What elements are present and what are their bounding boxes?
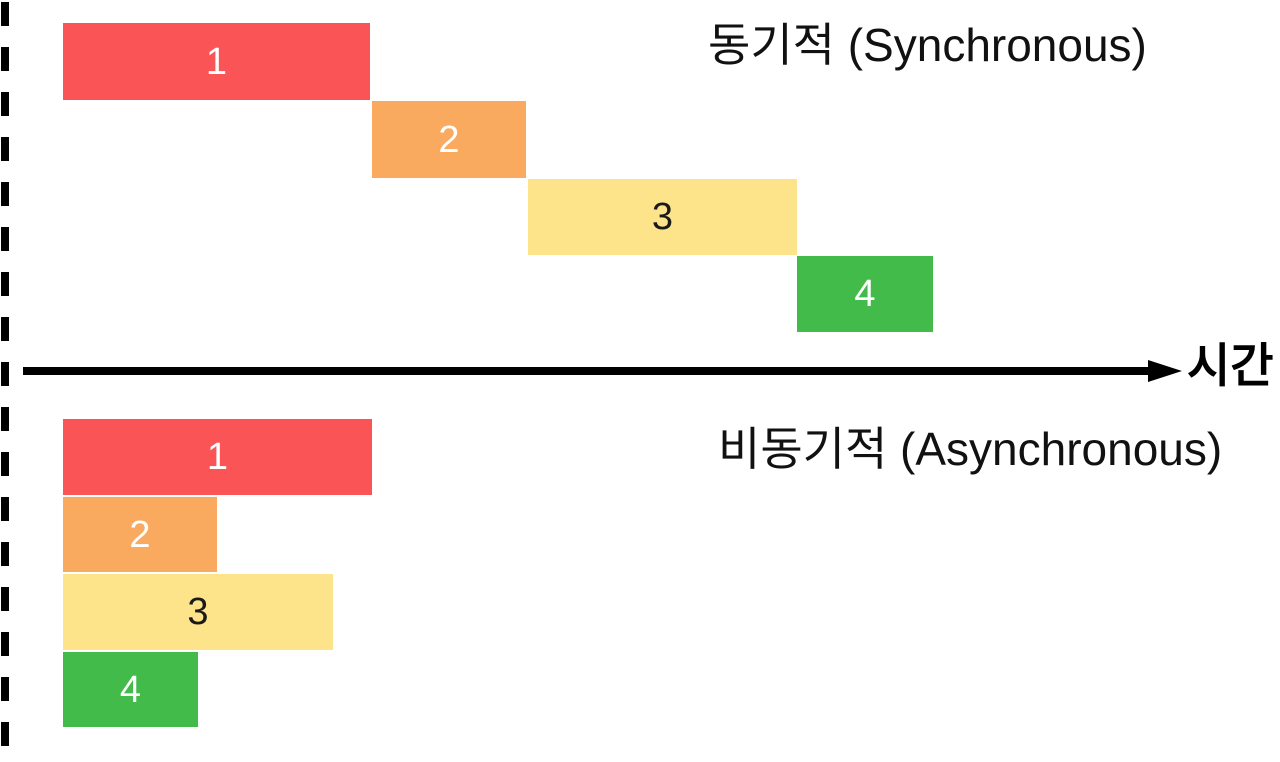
sync-task-bar-4: 4 [797,256,933,332]
sync-section-title: 동기적 (Synchronous) [708,19,1147,71]
sync-task-bar-1: 1 [63,23,370,100]
async-task-bar-3: 3 [63,574,333,650]
time-axis-arrowhead-icon [1148,360,1182,382]
async-section-title: 비동기적 (Asynchronous) [718,423,1223,475]
dashed-start-line [1,2,9,762]
time-axis-line [23,367,1153,375]
async-task-bar-1: 1 [63,419,372,495]
time-axis-label: 시간 [1187,339,1274,392]
sync-task-bar-3: 3 [528,179,797,255]
sync-task-bar-2: 2 [372,101,526,178]
async-task-bar-2: 2 [63,497,217,572]
async-task-bar-4: 4 [63,652,198,727]
